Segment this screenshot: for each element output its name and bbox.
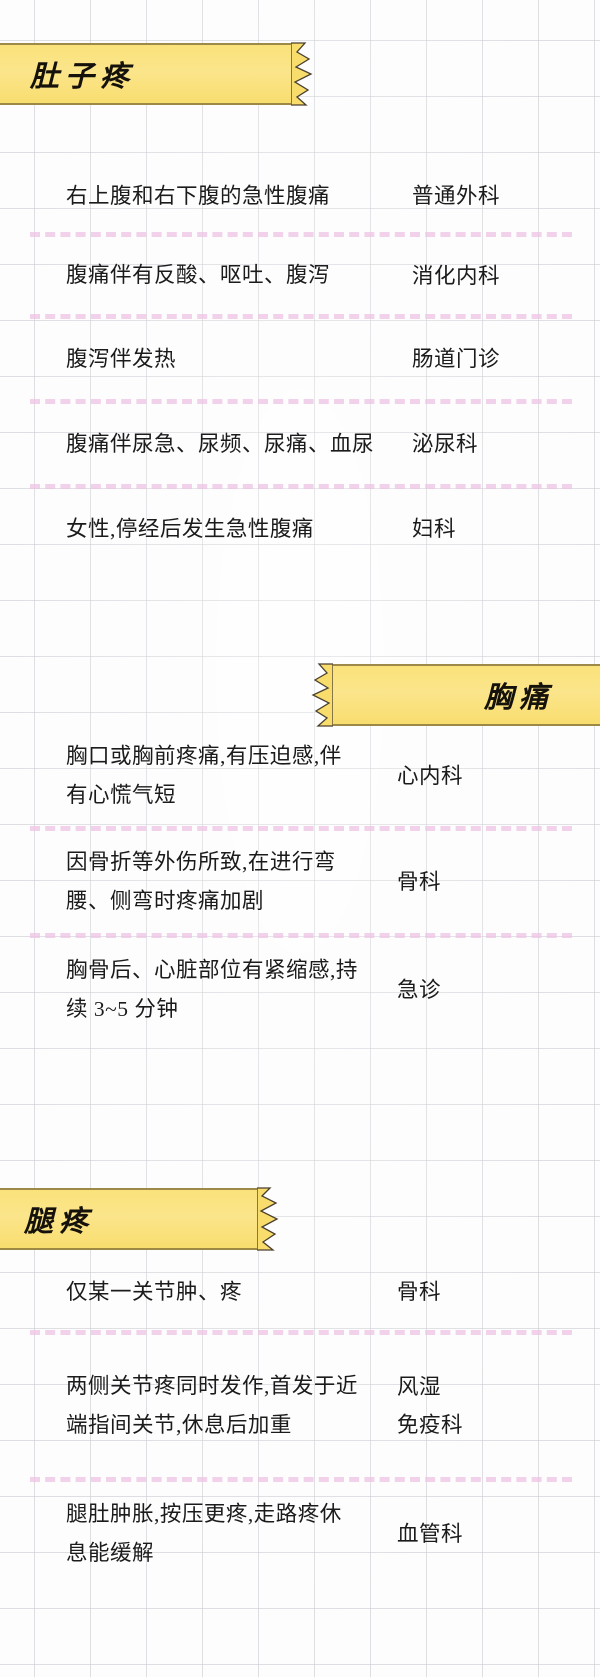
- banner-bottom-rule: [0, 103, 292, 105]
- torn-paper-edge-icon: [291, 42, 313, 106]
- section-banner-chest: 胸痛: [311, 663, 600, 727]
- torn-paper-edge-icon: [257, 1187, 279, 1251]
- symptom-text: 仅某一关节肿、疼: [66, 1279, 243, 1304]
- table-row[interactable]: 因骨折等外伤所致,在进行弯腰、侧弯时疼痛加剧 骨科: [0, 831, 600, 933]
- symptom-text: 女性,停经后发生急性腹痛: [66, 516, 314, 541]
- symptom-text: 腹痛伴有反酸、呕吐、腹泻: [66, 263, 331, 287]
- table-row[interactable]: 腹痛伴尿急、尿频、尿痛、血尿 泌尿科: [0, 404, 600, 484]
- row-separator: [30, 484, 572, 489]
- department-text: 消化内科: [412, 263, 501, 288]
- banner-bottom-rule: [332, 724, 600, 726]
- banner-top-rule: [332, 664, 600, 666]
- table-row[interactable]: 腹痛伴有反酸、呕吐、腹泻 消化内科: [0, 237, 600, 314]
- table-row[interactable]: 胸骨后、心脏部位有紧缩感,持续 3~5 分钟 急诊: [0, 938, 600, 1042]
- symptom-text: 腹泻伴发热: [66, 346, 177, 371]
- section-banner-label: 胸痛: [483, 682, 554, 714]
- section-banner-leg: 腿疼: [0, 1187, 279, 1251]
- section-banner-label: 肚子疼: [30, 61, 136, 93]
- banner-top-rule: [0, 43, 292, 45]
- table-row[interactable]: 右上腹和右下腹的急性腹痛 普通外科: [0, 160, 600, 232]
- department-text: 风湿 免疫科: [397, 1375, 464, 1437]
- table-row[interactable]: 女性,停经后发生急性腹痛 妇科: [0, 489, 600, 569]
- section-banner-label: 腿疼: [24, 1206, 95, 1238]
- banner-top-rule: [0, 1188, 258, 1190]
- department-text: 骨科: [397, 1280, 442, 1304]
- symptom-text: 两侧关节疼同时发作,首发于近端指间关节,休息后加重: [66, 1374, 358, 1437]
- symptom-text: 腹痛伴尿急、尿频、尿痛、血尿: [66, 431, 375, 456]
- table-row[interactable]: 腹泻伴发热 肠道门诊: [0, 319, 600, 399]
- symptom-text: 胸骨后、心脏部位有紧缩感,持续 3~5 分钟: [66, 958, 358, 1021]
- symptom-table-chest: 胸口或胸前疼痛,有压迫感,伴有心慌气短 心内科 因骨折等外伤所致,在进行弯腰、侧…: [0, 726, 600, 1042]
- department-text: 妇科: [412, 517, 457, 541]
- row-separator: [30, 232, 572, 237]
- torn-paper-edge-icon: [311, 663, 333, 727]
- row-separator: [30, 1330, 572, 1335]
- banner-bottom-rule: [0, 1248, 258, 1250]
- row-separator: [30, 314, 572, 319]
- row-separator: [30, 933, 572, 938]
- row-separator: [30, 826, 572, 831]
- table-row[interactable]: 腿肚肿胀,按压更疼,走路疼休息能缓解 血管科: [0, 1482, 600, 1586]
- row-separator: [30, 399, 572, 404]
- section-banner-stomach: 肚子疼: [0, 42, 313, 106]
- table-row[interactable]: 胸口或胸前疼痛,有压迫感,伴有心慌气短 心内科: [0, 726, 600, 826]
- department-text: 泌尿科: [412, 432, 479, 456]
- table-row[interactable]: 两侧关节疼同时发作,首发于近端指间关节,休息后加重 风湿 免疫科: [0, 1335, 600, 1477]
- symptom-table-leg: 仅某一关节肿、疼 骨科 两侧关节疼同时发作,首发于近端指间关节,休息后加重 风湿…: [0, 1254, 600, 1586]
- symptom-text: 因骨折等外伤所致,在进行弯腰、侧弯时疼痛加剧: [66, 850, 336, 913]
- department-text: 普通外科: [412, 184, 501, 208]
- row-separator: [30, 1477, 572, 1482]
- department-text: 心内科: [397, 764, 464, 788]
- department-text: 血管科: [397, 1522, 464, 1546]
- symptom-text: 胸口或胸前疼痛,有压迫感,伴有心慌气短: [66, 744, 342, 807]
- symptom-table-stomach: 右上腹和右下腹的急性腹痛 普通外科 腹痛伴有反酸、呕吐、腹泻 消化内科 腹泻伴发…: [0, 160, 600, 569]
- symptom-text: 腿肚肿胀,按压更疼,走路疼休息能缓解: [66, 1502, 342, 1565]
- department-text: 骨科: [397, 870, 442, 894]
- table-row[interactable]: 仅某一关节肿、疼 骨科: [0, 1254, 600, 1330]
- department-text: 肠道门诊: [412, 347, 501, 371]
- symptom-text: 右上腹和右下腹的急性腹痛: [66, 183, 331, 208]
- department-text: 急诊: [397, 978, 442, 1002]
